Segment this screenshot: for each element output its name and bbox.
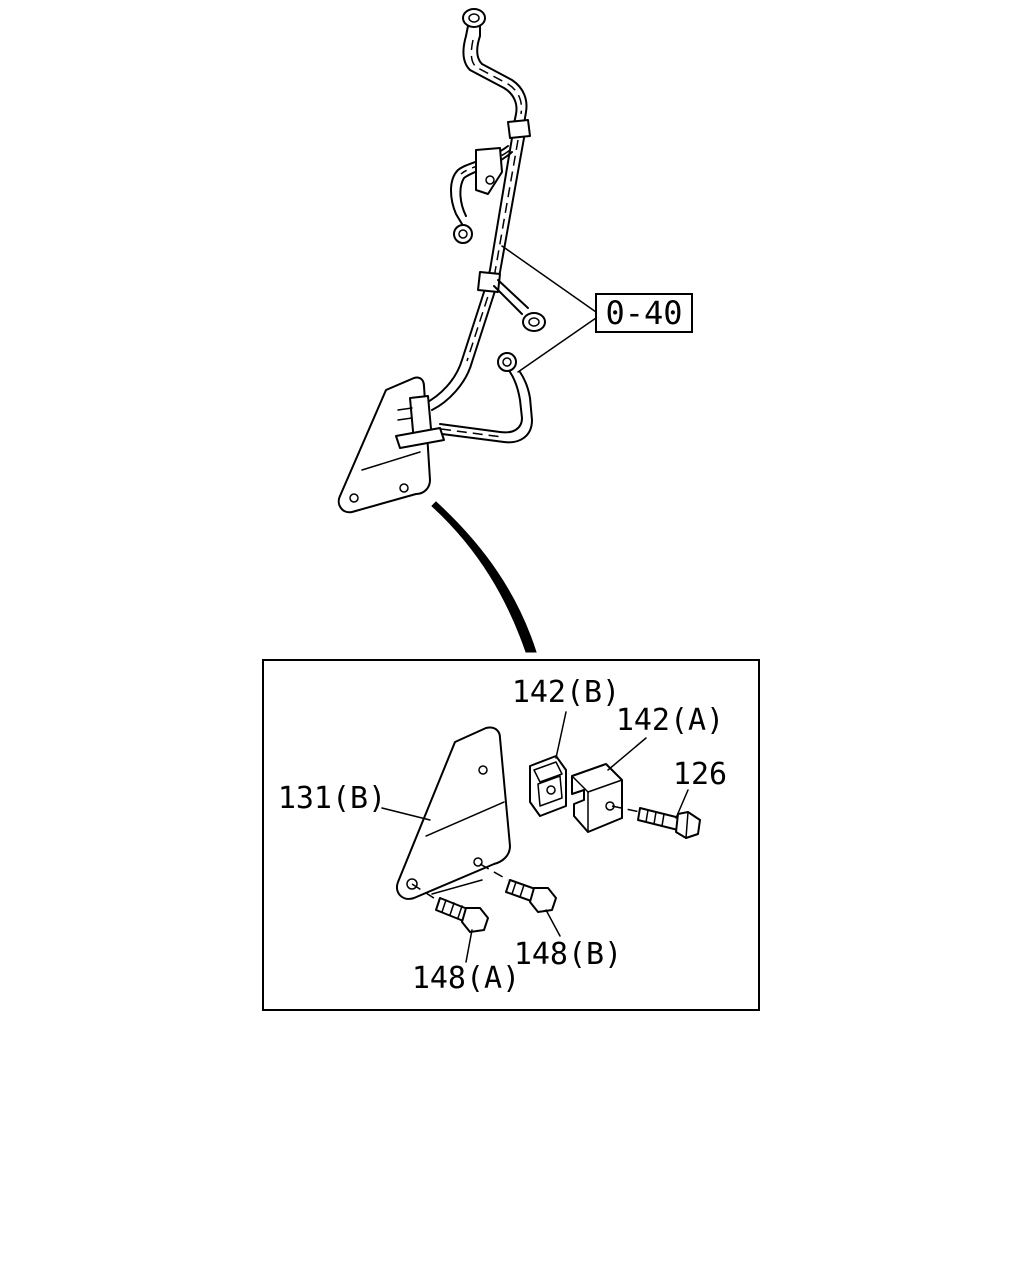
detail-pointer-arrow [431,501,537,653]
branch-pipe-right [493,279,546,332]
pipe-assembly-overview: 0-40 [337,8,693,514]
clamp-142a [571,763,623,833]
callout-148a: 148(A) [412,961,520,996]
leader-131b [381,807,431,821]
return-pipe [439,352,533,444]
bracket-plate-overview [337,376,445,514]
bracket-131b [396,726,511,900]
reference-box: 0-40 [595,293,693,333]
branch-pipe-left [450,145,513,244]
leader-142a [607,737,647,771]
leader-148a [465,929,473,963]
detail-view: 142(B) 142(A) 126 131(B) 148(A) 148(B) [262,659,760,1011]
bolt-126 [611,805,701,839]
reference-leader-lower [517,317,597,373]
detail-frame [262,659,760,1011]
reference-label: 0-40 [605,294,682,332]
bolt-148a [411,883,489,933]
clamp-142b [529,755,567,817]
callout-142b: 142(B) [512,675,620,710]
callout-126: 126 [673,757,727,792]
callout-131b: 131(B) [278,781,386,816]
callout-148b: 148(B) [514,937,622,972]
leader-148b [545,909,561,937]
main-pipe [462,35,531,139]
top-eye-fitting [462,8,486,37]
leader-142b [555,711,567,759]
reference-leader-upper [501,245,597,313]
leader-126 [675,789,689,819]
bolt-148b [479,863,557,913]
callout-142a: 142(A) [616,703,724,738]
